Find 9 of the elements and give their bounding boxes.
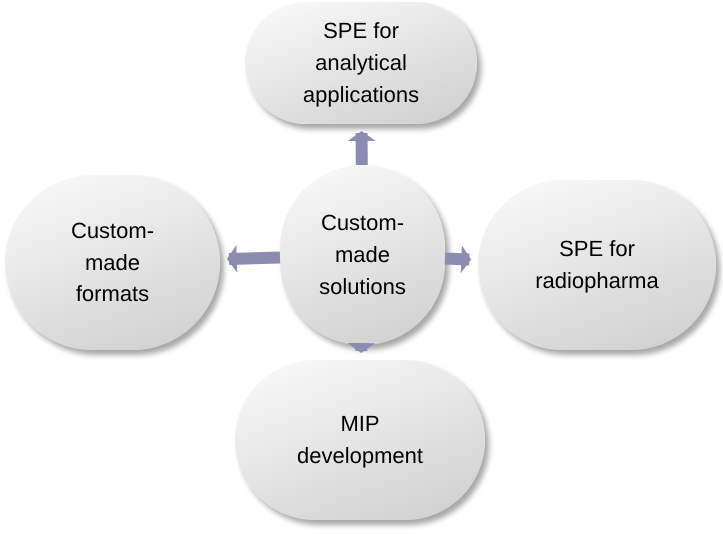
block-arrow [347, 342, 376, 353]
node-label: Custom-made formats [70, 216, 156, 308]
node-label: MIP development [296, 410, 424, 470]
node-label: Custom-made solutions [318, 209, 407, 301]
block-arrow [226, 244, 280, 273]
node-label: SPE for radiopharma [534, 235, 660, 295]
node-label: SPE for analytical applications [302, 17, 420, 109]
block-arrow [444, 245, 472, 274]
block-arrow [348, 131, 376, 166]
